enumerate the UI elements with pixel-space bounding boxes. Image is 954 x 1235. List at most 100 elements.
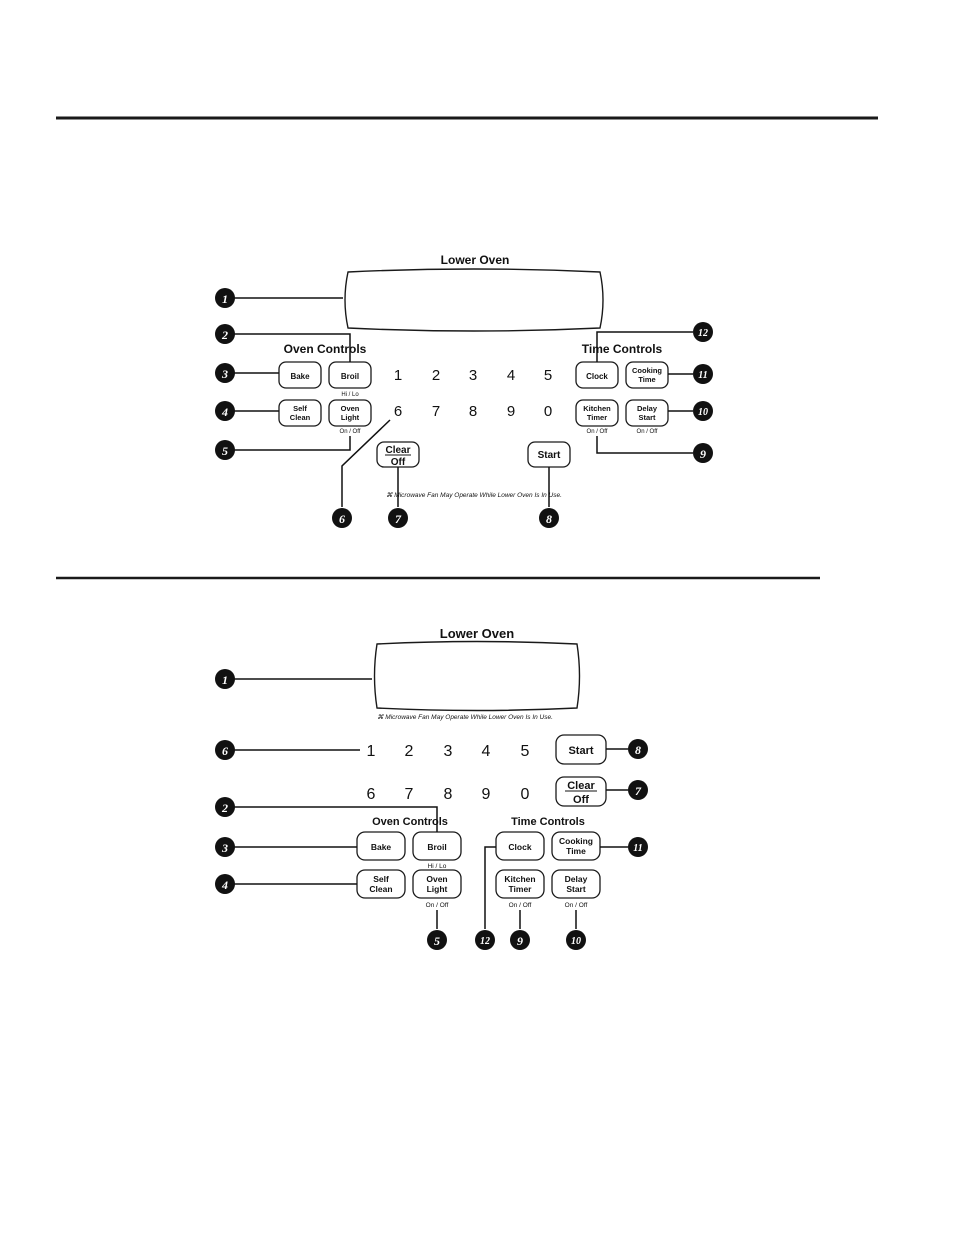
digit-2[interactable]: 2 (432, 367, 440, 384)
delay-start-sub-label-2: On / Off (565, 902, 588, 909)
digit-8[interactable]: 8 (444, 786, 453, 803)
delay-start-sub-label: On / Off (637, 429, 658, 435)
digit-4[interactable]: 4 (507, 367, 515, 384)
oven-light-button-2[interactable]: Oven Light (412, 869, 462, 899)
callout-3: 3 (215, 363, 235, 383)
digit-4[interactable]: 4 (482, 743, 491, 760)
svg-text:Cooking: Cooking (559, 836, 593, 846)
svg-text:Oven: Oven (426, 874, 447, 884)
digit-6[interactable]: 6 (394, 403, 402, 420)
svg-text:Start: Start (538, 450, 561, 461)
digit-0[interactable]: 0 (521, 786, 530, 803)
svg-text:12: 12 (480, 936, 490, 947)
delay-start-button-2[interactable]: Delay Start (551, 869, 601, 899)
callout-12: 12 (693, 322, 713, 342)
svg-text:10: 10 (571, 936, 581, 947)
digit-6[interactable]: 6 (367, 786, 376, 803)
svg-text:Self: Self (293, 404, 307, 413)
bake-button[interactable]: Bake (278, 361, 322, 389)
clock-button-2[interactable]: Clock (495, 831, 545, 861)
callout-10-2: 10 (566, 930, 586, 950)
svg-text:Kitchen: Kitchen (583, 404, 611, 413)
clear-off-button-2[interactable]: Clear Off (555, 776, 607, 807)
delay-start-button[interactable]: Delay Start (625, 399, 669, 427)
callout-6-2: 6 (215, 740, 235, 760)
svg-text:Clock: Clock (508, 842, 531, 852)
cooking-time-button-2[interactable]: Cooking Time (551, 831, 601, 861)
self-clean-button[interactable]: Self Clean (278, 399, 322, 427)
svg-text:5: 5 (222, 444, 228, 458)
svg-text:Self: Self (373, 874, 389, 884)
time-controls-label: Time Controls (582, 342, 663, 356)
kitchen-timer-button-2[interactable]: Kitchen Timer (495, 869, 545, 899)
broil-button[interactable]: Broil (328, 361, 372, 389)
svg-text:12: 12 (698, 328, 708, 339)
callout-9-2: 9 (510, 930, 530, 950)
leader-5 (234, 436, 351, 451)
callout-6: 6 (332, 508, 352, 528)
bake-button-2[interactable]: Bake (356, 831, 406, 861)
digit-1[interactable]: 1 (394, 367, 402, 384)
svg-text:9: 9 (700, 447, 706, 461)
microwave-fan-note-2: ⌘ Microwave Fan May Operate While Lower … (377, 714, 553, 721)
svg-text:Bake: Bake (371, 842, 392, 852)
digit-3[interactable]: 3 (444, 743, 453, 760)
svg-text:2: 2 (221, 801, 228, 815)
oven-controls-label-2: Oven Controls (372, 816, 448, 828)
svg-text:8: 8 (635, 743, 641, 757)
callout-7-2: 7 (628, 780, 648, 800)
svg-text:10: 10 (698, 407, 708, 418)
svg-text:Clean: Clean (369, 884, 392, 894)
svg-text:Timer: Timer (587, 413, 607, 422)
svg-text:Start: Start (566, 884, 586, 894)
oven-display-2 (373, 640, 581, 712)
svg-text:Clear: Clear (567, 780, 595, 792)
svg-text:Off: Off (391, 457, 406, 468)
callout-2-2: 2 (215, 797, 235, 817)
panel-2: Lower Oven ⌘ Microwave Fan May Operate W… (215, 626, 648, 950)
svg-text:Broil: Broil (341, 372, 359, 381)
callout-8-2: 8 (628, 739, 648, 759)
svg-text:Time: Time (638, 375, 655, 384)
broil-button-2[interactable]: Broil (412, 831, 462, 861)
digit-0[interactable]: 0 (544, 403, 552, 420)
kitchen-timer-sub-label-2: On / Off (509, 902, 532, 909)
callout-7: 7 (388, 508, 408, 528)
callout-4-2: 4 (215, 874, 235, 894)
digit-2[interactable]: 2 (405, 743, 414, 760)
digit-1[interactable]: 1 (367, 743, 376, 760)
svg-text:1: 1 (222, 292, 228, 306)
callout-4: 4 (215, 401, 235, 421)
number-pad-2: 1 2 3 4 5 6 7 8 9 0 (367, 743, 530, 803)
clock-button[interactable]: Clock (575, 361, 619, 389)
callout-1: 1 (215, 288, 235, 308)
digit-5[interactable]: 5 (521, 743, 530, 760)
svg-text:7: 7 (395, 512, 402, 526)
cooking-time-button[interactable]: Cooking Time (625, 361, 669, 389)
svg-text:5: 5 (434, 934, 440, 948)
oven-light-button[interactable]: Oven Light (328, 399, 372, 427)
svg-text:6: 6 (222, 744, 228, 758)
start-button-2[interactable]: Start (555, 734, 607, 765)
digit-7[interactable]: 7 (405, 786, 414, 803)
digit-7[interactable]: 7 (432, 403, 440, 420)
svg-text:4: 4 (221, 878, 228, 892)
svg-text:Clean: Clean (290, 413, 311, 422)
digit-9[interactable]: 9 (507, 403, 515, 420)
svg-text:Start: Start (638, 413, 656, 422)
digit-3[interactable]: 3 (469, 367, 477, 384)
callout-9: 9 (693, 443, 713, 463)
digit-8[interactable]: 8 (469, 403, 477, 420)
microwave-fan-note: ⌘ Microwave Fan May Operate While Lower … (386, 492, 562, 499)
broil-sub-label-2: Hi / Lo (428, 863, 447, 870)
svg-text:Oven: Oven (341, 404, 360, 413)
digit-5[interactable]: 5 (544, 367, 552, 384)
time-controls-label-2: Time Controls (511, 816, 585, 828)
start-button[interactable]: Start (527, 441, 571, 468)
clear-off-button[interactable]: Clear Off (376, 441, 420, 468)
kitchen-timer-button[interactable]: Kitchen Timer (575, 399, 619, 427)
digit-9[interactable]: 9 (482, 786, 491, 803)
leader-2 (234, 333, 351, 362)
self-clean-button-2[interactable]: Self Clean (356, 869, 406, 899)
